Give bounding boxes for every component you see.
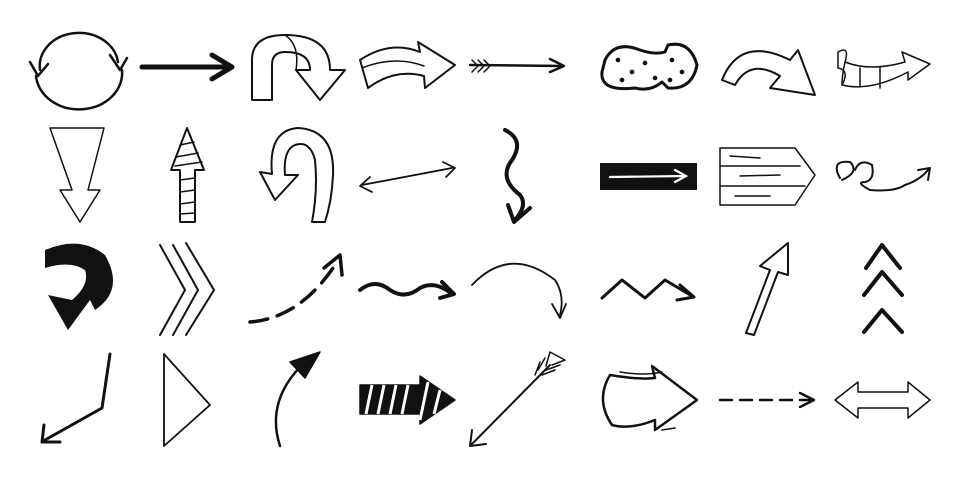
dotted-blob-arrow-icon: [600, 42, 699, 91]
dashed-right-arrow-icon: [718, 391, 816, 409]
twisted-ribbon-arrow-icon: [837, 49, 931, 89]
feathered-diagonal-arrow-icon: [469, 351, 566, 447]
striped-block-arrow-icon: [359, 375, 456, 425]
s-curve-down-arrow-icon: [503, 128, 532, 224]
arc-down-arrow-icon: [471, 262, 567, 319]
circular-arrows-icon: [28, 31, 129, 111]
wooden-sign-arrow-icon: [719, 147, 816, 206]
outline-double-arrow-icon: [834, 381, 931, 419]
thick-hook-arrow-icon: [45, 243, 113, 330]
u-turn-back-arrow-icon: [259, 127, 335, 223]
zigzag-arrow-icon: [600, 278, 696, 302]
fletched-right-arrow-icon: [468, 57, 566, 74]
diagonal-up-arrow-icon: [745, 242, 789, 336]
black-box-arrow-icon: [600, 163, 697, 190]
thick-right-arrow-icon: [139, 52, 235, 82]
outline-blob-arrow-icon: [601, 364, 699, 432]
u-turn-down-arrow-icon: [251, 34, 346, 101]
double-headed-arrow-icon: [359, 161, 456, 193]
outline-down-arrow-icon: [49, 127, 105, 223]
loop-squiggle-arrow-icon: [835, 160, 931, 192]
curved-up-arrow-icon: [274, 351, 321, 448]
triangle-play-icon: [163, 353, 211, 447]
triple-chevron-up-icon: [862, 243, 904, 334]
curved-outline-right-arrow-icon: [359, 41, 456, 89]
wavy-right-arrow-icon: [358, 280, 456, 300]
dashed-curve-up-arrow-icon: [248, 253, 344, 324]
striped-up-arrow-icon: [170, 127, 205, 223]
triple-chevron-right-icon: [159, 242, 215, 336]
bent-down-left-arrow-icon: [40, 352, 112, 444]
curved-down-right-arrow-icon: [721, 49, 816, 96]
